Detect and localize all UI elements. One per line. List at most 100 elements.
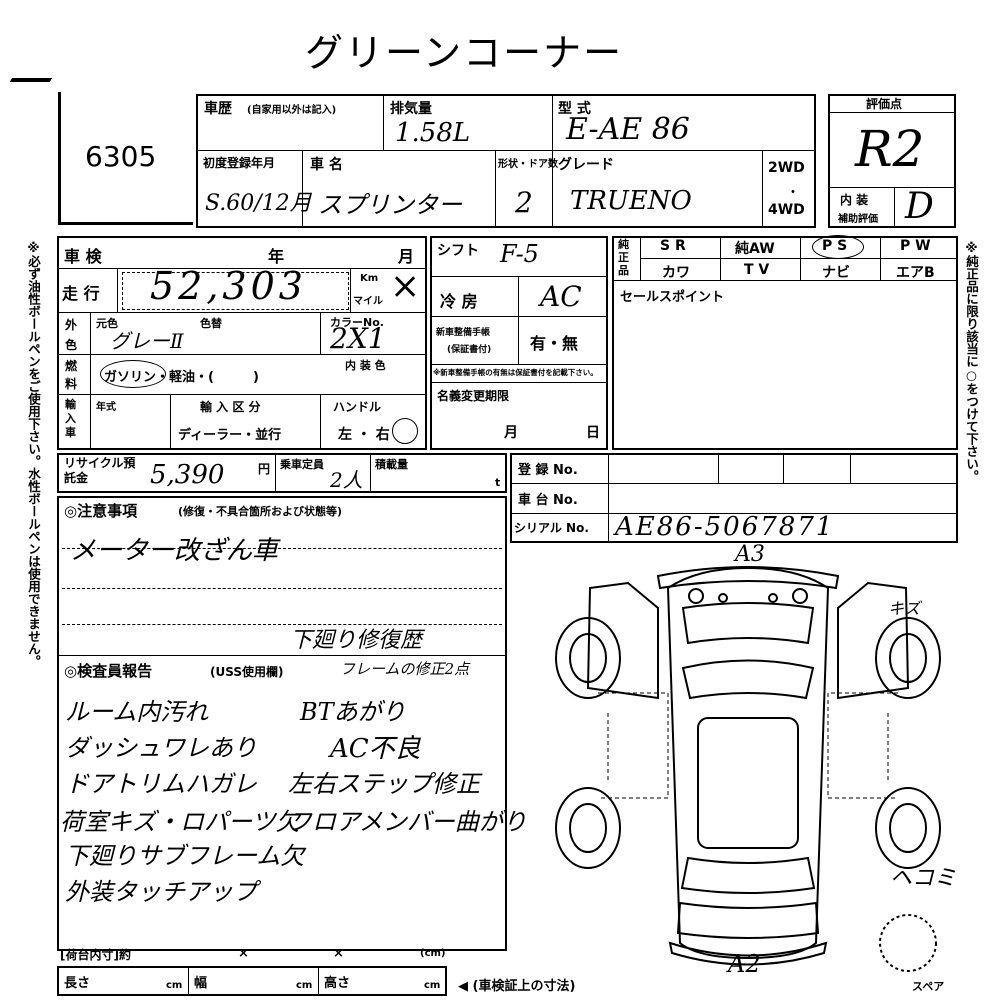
mark-right-bottom: ヘコミ bbox=[890, 866, 957, 891]
handle-label: ハンドル bbox=[333, 400, 382, 414]
equip-ps-circle bbox=[812, 235, 864, 259]
recycle-value: 5,390 bbox=[150, 460, 225, 490]
name-value: スプリンター bbox=[318, 191, 462, 219]
mileage-value: 52,303 bbox=[150, 264, 307, 308]
manual-note: ※新車整備手帳の有無は保証書付を記載下さい。 bbox=[433, 368, 598, 377]
interior-label: 内 装 bbox=[840, 193, 869, 207]
report-left-6: 外装タッチアップ bbox=[65, 878, 257, 906]
first-reg-label: 初度登録年月 bbox=[203, 156, 276, 170]
interior-value: D bbox=[905, 186, 934, 227]
first-reg-value: S.60/12月 bbox=[205, 191, 312, 216]
sales-point-label: セールスポイント bbox=[620, 290, 725, 305]
report-right-3: 左右ステップ修正 bbox=[288, 770, 480, 798]
length-label: 長さ bbox=[64, 976, 91, 991]
interior-color-label: 内 装 色 bbox=[345, 359, 386, 372]
recycle-block bbox=[57, 453, 507, 493]
windshield bbox=[681, 659, 815, 700]
drive-4wd: 4WD bbox=[768, 202, 805, 218]
score-label: 評価点 bbox=[866, 97, 903, 111]
width-unit: cm bbox=[296, 980, 313, 991]
vehicle-spec-block bbox=[57, 236, 427, 450]
inspection-year-label: 年 bbox=[268, 247, 285, 266]
cargo-label: [荷台内寸]約 bbox=[60, 948, 131, 962]
caution-sub: (修復・不具合箇所および状態等) bbox=[178, 505, 343, 518]
model-value: E-AE 86 bbox=[566, 112, 690, 147]
spare-tire bbox=[879, 914, 937, 972]
namechange-label: 名義変更期限 bbox=[437, 389, 510, 403]
serial-value: AE86-5067871 bbox=[615, 512, 835, 542]
recycle-unit: 円 bbox=[258, 462, 271, 476]
mileage-boxes bbox=[122, 272, 349, 310]
handle-circle bbox=[392, 418, 418, 444]
cargo-unit: (cm) bbox=[420, 948, 446, 959]
fuel-label: 燃 料 bbox=[65, 359, 78, 391]
car-body-outline bbox=[666, 566, 830, 960]
report-right-4: フロアメンバー曲がり bbox=[288, 808, 527, 836]
mileage-label: 走 行 bbox=[62, 284, 100, 303]
grade-value: TRUENO bbox=[570, 186, 692, 216]
load-unit: t bbox=[495, 476, 501, 489]
car-damage-diagram bbox=[555, 566, 941, 972]
mark-top: A3 bbox=[735, 542, 765, 567]
cargo-x2: × bbox=[333, 946, 344, 961]
equip-airbag: エアB bbox=[896, 265, 935, 281]
height-unit: cm bbox=[424, 980, 441, 991]
manual-sub: (保証書付) bbox=[447, 345, 492, 355]
inspection-month-label: 月 bbox=[398, 247, 415, 266]
import-type-label: 輸 入 区 分 bbox=[200, 400, 261, 414]
history-label: 車歴 bbox=[204, 101, 232, 117]
grade-label: グレード bbox=[558, 157, 614, 173]
height-label: 高さ bbox=[324, 976, 351, 991]
name-label: 車 名 bbox=[310, 157, 343, 173]
km-label: Km bbox=[360, 273, 379, 284]
dimension-row bbox=[57, 966, 447, 996]
manual-value: 有・無 bbox=[530, 334, 579, 353]
right-side-note: ※純正品に限り該当に○をつけて下さい。 bbox=[964, 240, 979, 483]
import-type-value: ディーラー・並行 bbox=[178, 428, 282, 443]
exterior-label: 外 色 bbox=[65, 318, 78, 352]
import-label: 輸入車 bbox=[65, 398, 76, 439]
equip-aw: 純AW bbox=[735, 241, 775, 257]
color-change-label: 色替 bbox=[200, 317, 222, 330]
header-block bbox=[196, 94, 816, 228]
caution-text: メーター改ざん車 bbox=[70, 536, 279, 566]
equipment-block bbox=[612, 236, 958, 450]
caution-repair: 下廻り修復歴 bbox=[290, 628, 423, 653]
report-left-4: 荷室キズ・ロパーツ欠 bbox=[60, 808, 300, 836]
report-right-1: BTあがり bbox=[300, 698, 406, 726]
model-year-label: 年式 bbox=[96, 402, 116, 413]
shift-value: F-5 bbox=[500, 240, 539, 268]
serial-label: シリアル No. bbox=[514, 521, 589, 535]
shift-block bbox=[430, 236, 608, 450]
inspection-label: 車 検 bbox=[64, 247, 102, 266]
displacement-label: 排気量 bbox=[390, 101, 432, 117]
score-box bbox=[828, 94, 956, 228]
handle-value: 左 ・ 右 bbox=[338, 427, 390, 443]
doors-label: 形状・ドア数 bbox=[498, 159, 558, 170]
registration-block bbox=[510, 453, 958, 543]
namechange-day: 日 bbox=[586, 425, 600, 441]
reg-label: 登 録 No. bbox=[518, 463, 578, 478]
inspector-title: ◎検査員報告 bbox=[64, 662, 153, 680]
fuel-circle bbox=[100, 360, 166, 388]
history-note: (自家用以外は記入) bbox=[247, 105, 337, 116]
lot-bracket bbox=[58, 92, 193, 225]
mile-label: マイル bbox=[353, 296, 383, 307]
load-label: 積載量 bbox=[375, 458, 408, 471]
drive-2wd: 2WD bbox=[768, 160, 805, 176]
manual-label: 新車整備手帳 bbox=[436, 328, 491, 338]
equip-pw: P W bbox=[900, 238, 931, 254]
equip-leather: カワ bbox=[662, 265, 690, 281]
equip-tv: T V bbox=[744, 262, 770, 278]
interior-sub: 補助評価 bbox=[838, 214, 878, 225]
equip-sr: S R bbox=[660, 238, 686, 254]
caution-extra: フレームの修正2点 bbox=[340, 660, 470, 678]
width-label: 幅 bbox=[194, 976, 208, 991]
form-title: グリーンコーナー bbox=[305, 31, 624, 75]
displacement-value: 1.58L bbox=[395, 118, 471, 148]
shift-label: シフト bbox=[437, 243, 479, 259]
lot-number: 6305 bbox=[85, 140, 157, 173]
namechange-month: 月 bbox=[504, 425, 518, 441]
cert-note: ◀ (車検証上の寸法) bbox=[458, 979, 576, 994]
color-value: グレーⅡ bbox=[110, 329, 184, 353]
